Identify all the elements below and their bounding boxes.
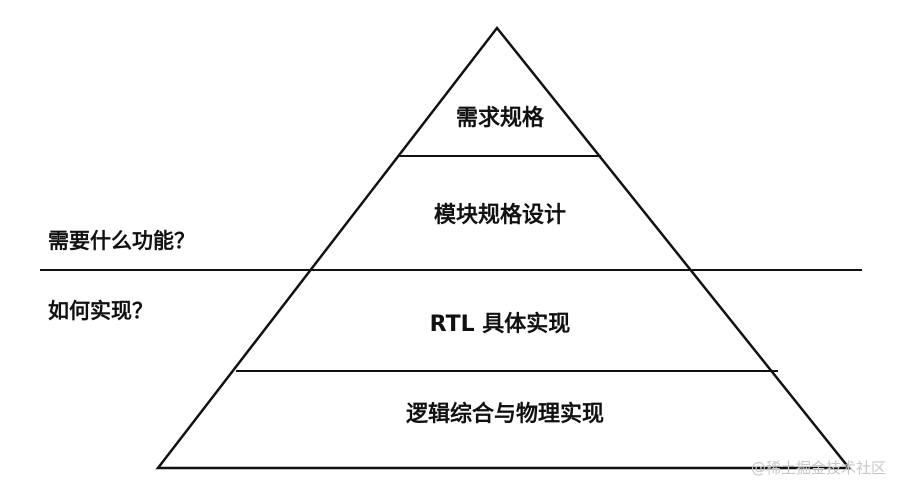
tier-label-rtl: RTL 具体实现: [430, 311, 571, 337]
tier-label-module-design: 模块规格设计: [434, 202, 566, 228]
tier-label-synthesis: 逻辑综合与物理实现: [406, 401, 604, 427]
pyramid-outline: [155, 25, 852, 470]
side-label-what: 需要什么功能？: [48, 229, 195, 253]
tier-label-requirements: 需求规格: [456, 105, 545, 131]
watermark: @稀土掘金技术社区: [751, 459, 886, 477]
side-label-how: 如何实现？: [48, 299, 153, 323]
